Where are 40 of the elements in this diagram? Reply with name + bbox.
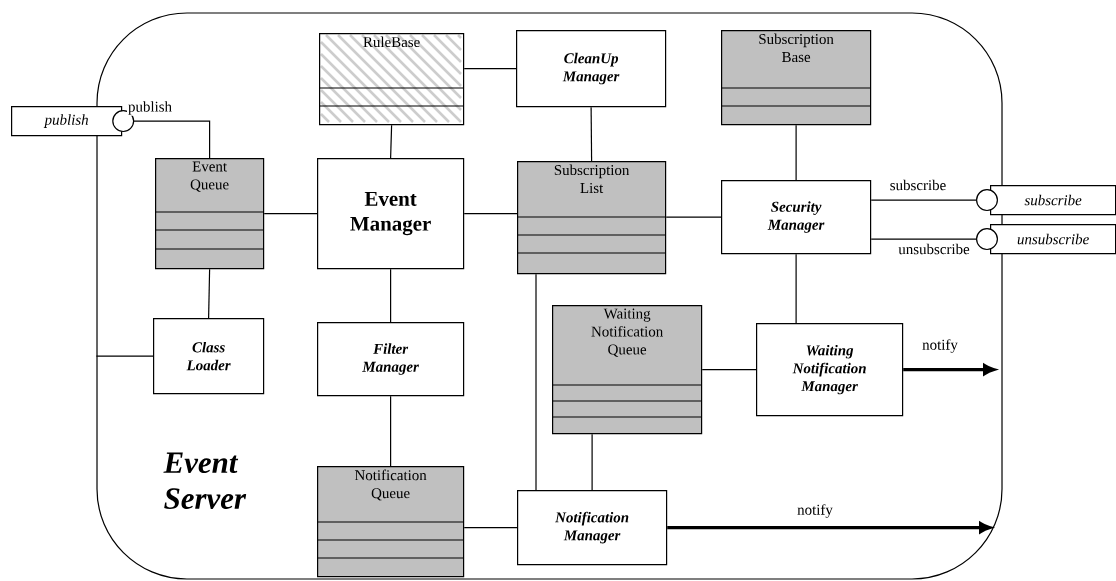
process-box: Event Manager <box>317 158 465 270</box>
class-box: Subscription List <box>516 161 667 275</box>
connector <box>390 268 392 323</box>
node-label: subscribe <box>1024 194 1082 206</box>
interface-connector <box>870 189 998 212</box>
interface-connector <box>870 228 998 251</box>
connector <box>390 395 392 467</box>
process-box: Filter Manager <box>317 322 465 397</box>
connector <box>535 273 537 491</box>
process-box: Class Loader <box>153 318 265 395</box>
connector <box>463 527 518 529</box>
class-box: Subscription Base <box>720 30 872 126</box>
edge-label: publish <box>127 100 173 116</box>
process-box: CleanUp Manager <box>516 30 667 108</box>
process-box: Waiting Notification Manager <box>756 323 904 417</box>
process-box: Notification Manager <box>517 490 668 566</box>
edge-label: notify <box>796 503 834 519</box>
interface-connector <box>112 110 211 159</box>
connector <box>795 124 797 181</box>
class-box: RuleBase <box>318 33 465 126</box>
edge-label: notify <box>921 338 959 354</box>
component-title: Event Server <box>163 452 247 509</box>
connector <box>463 213 518 215</box>
connector <box>390 124 393 159</box>
connector <box>591 433 593 491</box>
edge-label: subscribe <box>888 178 948 192</box>
node-label: unsubscribe <box>1017 233 1089 245</box>
connector <box>701 369 757 371</box>
class-box: Event Queue <box>154 158 265 270</box>
class-box: Waiting Notification Queue <box>551 305 703 435</box>
connector <box>208 268 211 319</box>
connector <box>590 106 593 162</box>
connector <box>795 253 797 324</box>
connector <box>95 355 154 357</box>
edge-label: unsubscribe <box>897 242 971 256</box>
connector <box>263 213 318 215</box>
connector <box>665 216 722 218</box>
process-box: Security Manager <box>721 180 872 255</box>
connector <box>463 68 517 70</box>
class-box: Notification Queue <box>316 466 465 578</box>
